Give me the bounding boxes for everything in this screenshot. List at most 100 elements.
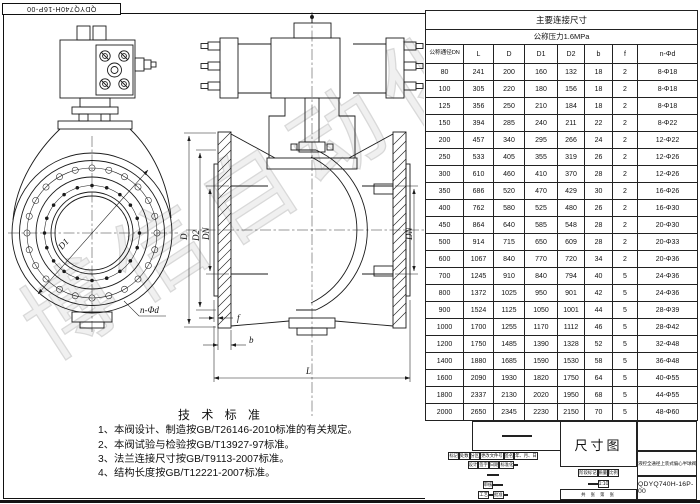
table-cell: 52	[584, 335, 613, 353]
table-cell: 250	[425, 148, 464, 166]
table-cell: 794	[557, 267, 585, 285]
table-cell: 1000	[425, 318, 464, 336]
field-weight: 质量	[597, 468, 609, 477]
revision-cell	[515, 435, 518, 437]
table-cell: 1328	[557, 335, 585, 353]
table-cell: 2	[612, 114, 638, 132]
dim-label-d2: D2	[191, 230, 201, 242]
table-cell: 1025	[493, 284, 525, 302]
table-cell: 24	[584, 131, 613, 149]
table-cell: 240	[524, 114, 558, 132]
table-cell: 8-Φ22	[636, 114, 699, 132]
table-cell: 125	[425, 97, 464, 115]
table-cell: 44	[584, 301, 613, 319]
table-cell: 48-Φ60	[636, 403, 699, 421]
table-cell: 285	[493, 114, 525, 132]
revision-cell	[529, 435, 532, 437]
column-header: b	[584, 44, 613, 64]
table-cell: 370	[557, 165, 585, 183]
table-cell: 650	[524, 233, 558, 251]
table-cell: 20-Φ33	[636, 233, 699, 251]
table-cell: 500	[425, 233, 464, 251]
section-actuator	[200, 13, 424, 170]
revision-cell	[503, 435, 506, 437]
table-cell: 394	[463, 114, 494, 132]
field-date2: 日期	[488, 461, 500, 469]
table-cell: 295	[524, 131, 558, 149]
field-zone: 分区	[469, 451, 481, 460]
tech-notes-list: 1、本阀设计、制造按GB/T26146-2010标准的有关规定。2、本阀试验与检…	[98, 424, 428, 481]
section-body	[213, 131, 411, 336]
field-mark: 标记	[448, 451, 459, 460]
table-cell: 250	[493, 97, 525, 115]
table-cell: 5	[612, 352, 638, 370]
revision-grid	[472, 421, 561, 451]
table-cell: 1200	[425, 335, 464, 353]
table-cell: 2	[612, 80, 638, 98]
table-cell: 2	[612, 250, 638, 268]
revision-cell	[527, 435, 530, 437]
field-design: 设计	[467, 461, 479, 469]
table-cell: 580	[493, 199, 525, 217]
table-cell: 2	[612, 233, 638, 251]
table-cell: 2	[612, 182, 638, 200]
table-cell: 5	[612, 301, 638, 319]
tech-note-item: 1、本阀设计、制造按GB/T26146-2010标准的有关规定。	[98, 425, 358, 437]
table-cell: 200	[493, 63, 525, 81]
table-cell: 5	[612, 284, 638, 302]
table-cell: 914	[463, 233, 494, 251]
dim-label-d: D	[179, 233, 189, 241]
title-block: 标记 处数 分区 更改文件号 签名 年、月、日 设计 签字 日期 标准化 审核 …	[425, 421, 697, 500]
table-cell: 2230	[524, 403, 558, 421]
table-cell: 1067	[463, 250, 494, 268]
table-cell: 800	[425, 284, 464, 302]
company-cell	[637, 421, 697, 451]
table-cell: 5	[612, 335, 638, 353]
dim-label-b: b	[249, 335, 254, 345]
field-date: 年、月、日	[514, 451, 538, 460]
dim-label-f: f	[237, 313, 241, 323]
dim-label-n-d: n-Φd	[140, 305, 159, 315]
table-cell: 356	[463, 97, 494, 115]
table-cell: 2020	[524, 386, 558, 404]
table-cell: 1125	[493, 301, 525, 319]
table-cell: 600	[425, 250, 464, 268]
table-cell: 8-Φ18	[636, 63, 699, 81]
table-cell: 480	[557, 199, 585, 217]
drawing-number: QDYQ740H-16P-00	[637, 476, 697, 500]
table-cell: 12-Φ22	[636, 131, 699, 149]
table-cell: 350	[425, 182, 464, 200]
table-cell: 2090	[463, 369, 494, 387]
revision-cell	[509, 435, 512, 437]
table-cell: 132	[557, 63, 585, 81]
table-cell: 18	[584, 80, 613, 98]
revision-cell	[519, 435, 522, 437]
table-cell: 266	[557, 131, 585, 149]
table-cell: 1524	[463, 301, 494, 319]
scale-row: 1:10	[560, 478, 637, 489]
table-cell: 1820	[524, 369, 558, 387]
table-cell: 2000	[425, 403, 464, 421]
table-cell: 18	[584, 97, 613, 115]
dim-label-dn-left: DN	[201, 227, 211, 241]
table-cell: 1600	[425, 369, 464, 387]
table-cell: 585	[524, 216, 558, 234]
revision-cell	[521, 435, 524, 437]
design-row: 设计 签字 日期 标准化	[425, 460, 561, 470]
table-cell: 150	[425, 114, 464, 132]
table-cell: 26	[584, 148, 613, 166]
field-process: 工艺	[478, 491, 489, 499]
table-cell: 2	[612, 63, 638, 81]
table-cell: 18	[584, 63, 613, 81]
